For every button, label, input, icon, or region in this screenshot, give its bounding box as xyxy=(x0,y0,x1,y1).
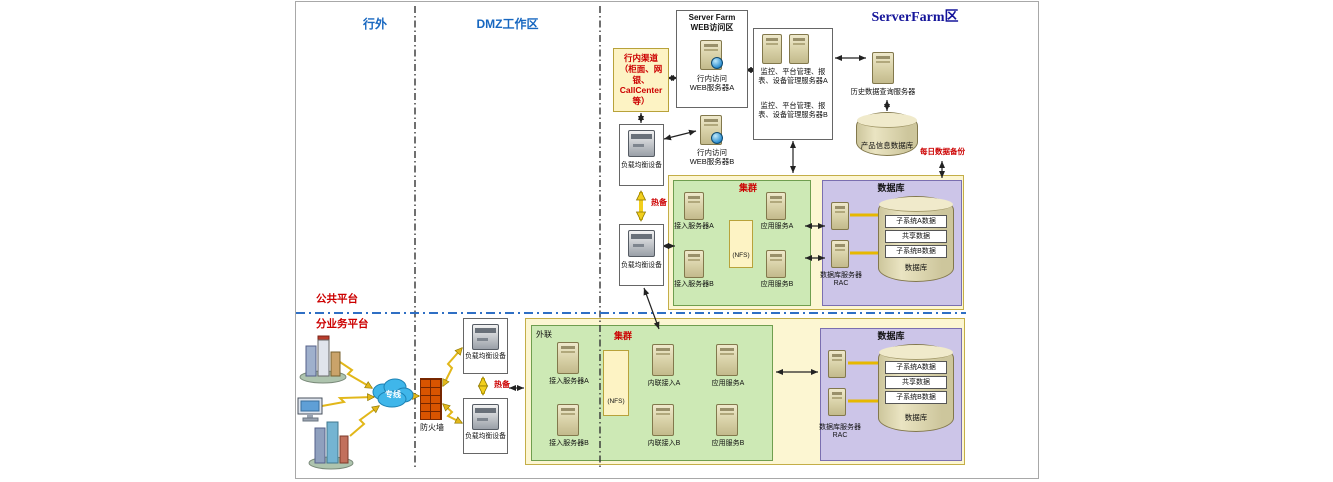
bottom-app-server-b-label: 应用服务B xyxy=(711,440,745,447)
bottom-app-server-b-icon xyxy=(716,404,738,436)
top-load-balancer-2-icon xyxy=(628,230,655,257)
management-server-b-label: 监控、平台管理、报 表、设备管理服务器B xyxy=(758,101,828,119)
bottom-load-balancer-2-label: 负载均衡设备 xyxy=(465,433,506,440)
bottom-load-balancer-2-icon xyxy=(472,404,499,430)
management-server-a-label: 监控、平台管理、报 表、设备管理服务器A xyxy=(758,67,828,85)
top-db-row-subsystem-a: 子系统A数据 xyxy=(885,215,947,228)
top-hot-standby-label: 热备 xyxy=(651,198,667,207)
history-query-server-label: 历史数据查询服务器 xyxy=(850,87,916,96)
bottom-database-cylinder: 子系统A数据 共享数据 子系统B数据 数据库 xyxy=(878,344,954,432)
zone-label-outside: 行外 xyxy=(362,17,387,31)
bottom-hot-standby-label: 热备 xyxy=(494,380,510,389)
bottom-rac-server-1-icon xyxy=(828,350,846,378)
web-access-zone-title: Server Farm WEB访问区 xyxy=(688,13,736,32)
top-rac-server-1-icon xyxy=(831,202,849,230)
top-rac-server-2-icon xyxy=(831,240,849,268)
top-access-server-b-label: 接入服务器B xyxy=(674,281,714,288)
top-access-server-a-label: 接入服务器A xyxy=(674,223,714,230)
bottom-database-cylinder-label: 数据库 xyxy=(904,413,928,422)
bottom-access-server-a-label: 接入服务器A xyxy=(549,378,589,385)
top-access-server-b-icon xyxy=(684,250,704,278)
bottom-access-server-b-icon xyxy=(557,404,579,436)
top-app-server-a-label: 应用服务A xyxy=(760,223,794,230)
top-load-balancer-2-label: 负载均衡设备 xyxy=(621,262,662,269)
bottom-load-balancer-1-label: 负载均衡设备 xyxy=(465,353,506,360)
top-nfs-box: (NFS) xyxy=(729,220,753,268)
top-database-cylinder: 子系统A数据 共享数据 子系统B数据 数据库 xyxy=(878,196,954,282)
bottom-inner-access-a-icon xyxy=(652,344,674,376)
bottom-external-label: 外联 xyxy=(536,330,552,339)
bottom-db-row-shared: 共享数据 xyxy=(885,376,947,389)
bottom-nfs-label: (NFS) xyxy=(607,398,625,405)
management-server-a-icon xyxy=(762,34,782,64)
internal-channel-box: 行内渠道 （柜面、网银、 CallCenter等） xyxy=(613,48,669,112)
internal-channel-label: 行内渠道 （柜面、网银、 CallCenter等） xyxy=(619,53,663,106)
top-cluster-label: 集群 xyxy=(738,183,757,193)
history-query-server-icon xyxy=(872,52,894,84)
bottom-database-zone-label: 数据库 xyxy=(877,331,905,341)
bottom-access-server-b-label: 接入服务器B xyxy=(549,440,589,447)
top-app-server-b-label: 应用服务B xyxy=(760,281,794,288)
top-db-row-shared: 共享数据 xyxy=(885,230,947,243)
top-app-server-a-icon xyxy=(766,192,786,220)
bottom-rac-server-2-icon xyxy=(828,388,846,416)
top-load-balancer-1-label: 负载均衡设备 xyxy=(621,162,662,169)
bottom-inner-access-b-icon xyxy=(652,404,674,436)
bottom-access-server-a-icon xyxy=(557,342,579,374)
web-server-b-globe-icon xyxy=(711,132,723,144)
bottom-db-row-subsystem-b: 子系统B数据 xyxy=(885,391,947,404)
management-server-b-icon xyxy=(789,34,809,64)
bottom-rac-label: 数据库服务器 RAC xyxy=(819,424,861,440)
product-info-database-label: 产品信息数据库 xyxy=(860,141,914,150)
top-nfs-label: (NFS) xyxy=(732,252,750,259)
bottom-cluster-label: 集群 xyxy=(613,331,632,341)
bottom-db-row-subsystem-a: 子系统A数据 xyxy=(885,361,947,374)
top-access-server-a-icon xyxy=(684,192,704,220)
bottom-inner-access-a-label: 内联接入A xyxy=(647,380,681,387)
top-database-cylinder-label: 数据库 xyxy=(904,263,928,272)
platform-label-public: 公共平台 xyxy=(316,293,358,305)
zone-label-dmz: DMZ工作区 xyxy=(476,17,539,31)
web-server-a-globe-icon xyxy=(711,57,723,69)
platform-label-business: 分业务平台 xyxy=(316,318,369,330)
bottom-app-server-a-icon xyxy=(716,344,738,376)
product-info-database-icon: 产品信息数据库 xyxy=(856,112,918,156)
bottom-nfs-box: (NFS) xyxy=(603,350,629,416)
top-rac-label: 数据库服务器 RAC xyxy=(820,272,862,288)
bottom-inner-access-b-label: 内联接入B xyxy=(647,440,681,447)
bottom-load-balancer-1-icon xyxy=(472,324,499,350)
top-load-balancer-1-icon xyxy=(628,130,655,157)
zone-label-serverfarm: ServerFarm区 xyxy=(871,10,959,25)
firewall-label: 防火墙 xyxy=(420,423,444,432)
web-server-b-label: 行内访问 WEB服务器B xyxy=(689,148,735,166)
firewall-icon xyxy=(420,378,442,420)
top-app-server-b-icon xyxy=(766,250,786,278)
wan-cloud-label: 专线 xyxy=(385,390,401,399)
bottom-app-server-a-label: 应用服务A xyxy=(711,380,745,387)
top-database-zone-label: 数据库 xyxy=(877,183,905,193)
daily-backup-label: 每日数据备份 xyxy=(920,147,965,156)
web-server-a-label: 行内访问 WEB服务器A xyxy=(689,74,735,92)
top-db-row-subsystem-b: 子系统B数据 xyxy=(885,245,947,258)
